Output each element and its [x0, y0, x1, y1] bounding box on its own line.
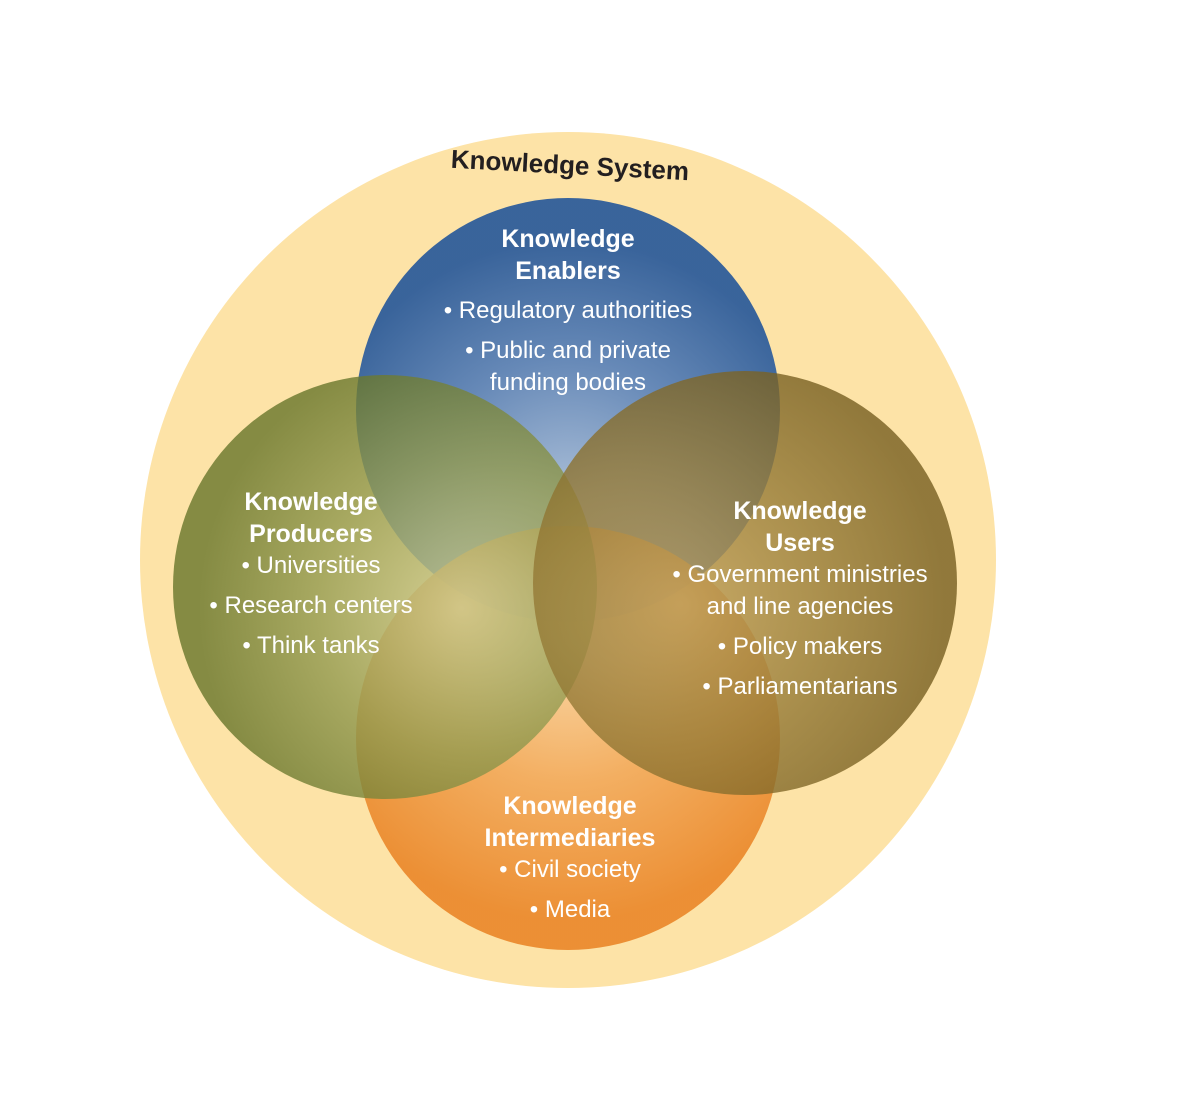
enablers-item-funding-cont: funding bodies — [489, 369, 647, 396]
producers-title-line2: Producers — [249, 520, 373, 548]
users-item-government-cont: and line agencies — [706, 593, 894, 620]
producers-item-universities: • Universities — [241, 552, 381, 579]
users-title-line2: Users — [765, 529, 835, 557]
intermediaries-label: Knowledge Intermediaries • Civil society… — [430, 790, 710, 926]
intermediaries-title-line2: Intermediaries — [484, 824, 656, 852]
enablers-item-funding: • Public and private — [465, 337, 671, 364]
users-item-policymakers: • Policy makers — [717, 633, 883, 660]
users-title-line1: Knowledge — [733, 497, 867, 525]
enablers-title-line1: Knowledge — [501, 225, 635, 253]
enablers-label: Knowledge Enablers • Regulatory authorit… — [408, 223, 728, 399]
intermediaries-item-media: • Media — [529, 896, 611, 923]
enablers-title-line2: Enablers — [515, 257, 621, 285]
intermediaries-item-civilsociety: • Civil society — [499, 856, 641, 883]
users-item-government: • Government ministries — [672, 561, 928, 588]
producers-label: Knowledge Producers • Universities • Res… — [186, 486, 436, 662]
users-label: Knowledge Users • Government ministries … — [640, 495, 960, 703]
producers-title-line1: Knowledge — [244, 488, 378, 516]
producers-item-thinktanks: • Think tanks — [242, 632, 380, 659]
intermediaries-title-line1: Knowledge — [503, 792, 637, 820]
users-item-parliamentarians: • Parliamentarians — [702, 673, 898, 700]
users-circle — [533, 371, 957, 795]
producers-item-research: • Research centers — [209, 592, 413, 619]
enablers-item-regulatory: • Regulatory authorities — [443, 297, 693, 324]
producers-circle — [173, 375, 597, 799]
